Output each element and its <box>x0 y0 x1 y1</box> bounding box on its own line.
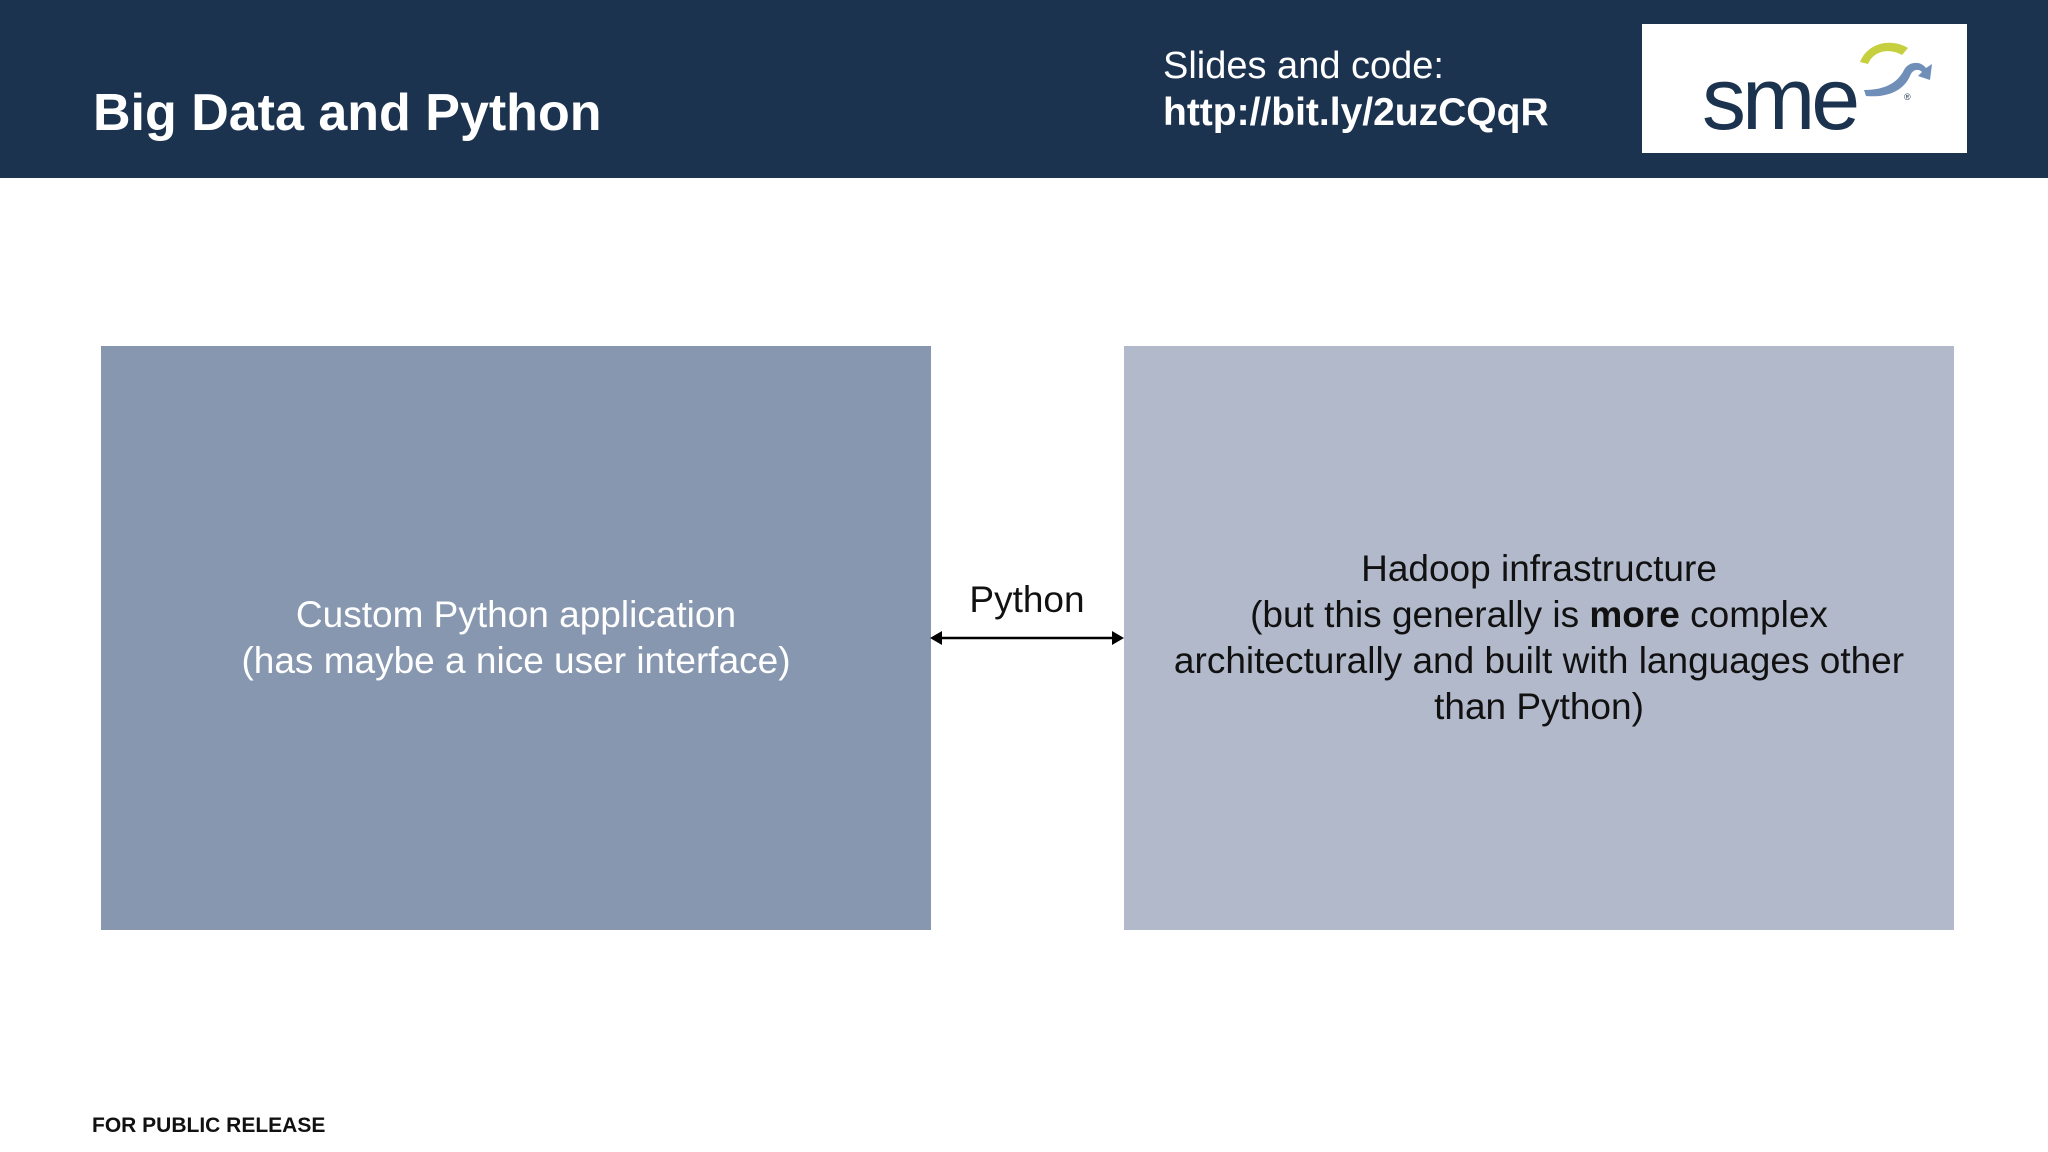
bidirectional-arrow <box>930 631 1124 645</box>
sme-logo: sme ® <box>1642 24 1967 153</box>
left-box-line1: Custom Python application <box>295 594 737 635</box>
right-box-line3: architecturally and built with languages… <box>1173 640 1905 681</box>
slides-url-link[interactable]: http://bit.ly/2uzCQqR <box>1163 91 1549 134</box>
hadoop-infrastructure-box: Hadoop infrastructure (but this generall… <box>1124 346 1954 930</box>
right-box-line4: than Python) <box>1434 686 1644 727</box>
svg-text:®: ® <box>1904 92 1911 102</box>
release-footer: FOR PUBLIC RELEASE <box>92 1114 326 1137</box>
right-box-line2-end: complex <box>1679 594 1828 635</box>
custom-python-application-box: Custom Python application (has maybe a n… <box>101 346 931 930</box>
left-box-line2: (has maybe a nice user interface) <box>241 640 791 681</box>
slides-label: Slides and code: <box>1163 45 1444 87</box>
page-title: Big Data and Python <box>93 84 602 142</box>
sme-logo-mark: sme ® <box>1702 42 1932 148</box>
right-box-line1: Hadoop infrastructure <box>1361 548 1717 589</box>
right-box-line2-start: (but this generally is <box>1250 594 1590 635</box>
header-bar: Big Data and Python Slides and code: htt… <box>0 0 2048 178</box>
connector-label: Python <box>969 579 1085 620</box>
right-box-line2: (but this generally is more complex <box>1174 592 1904 638</box>
logo-text: sme <box>1702 49 1857 148</box>
right-box-emphasis: more <box>1589 594 1680 635</box>
